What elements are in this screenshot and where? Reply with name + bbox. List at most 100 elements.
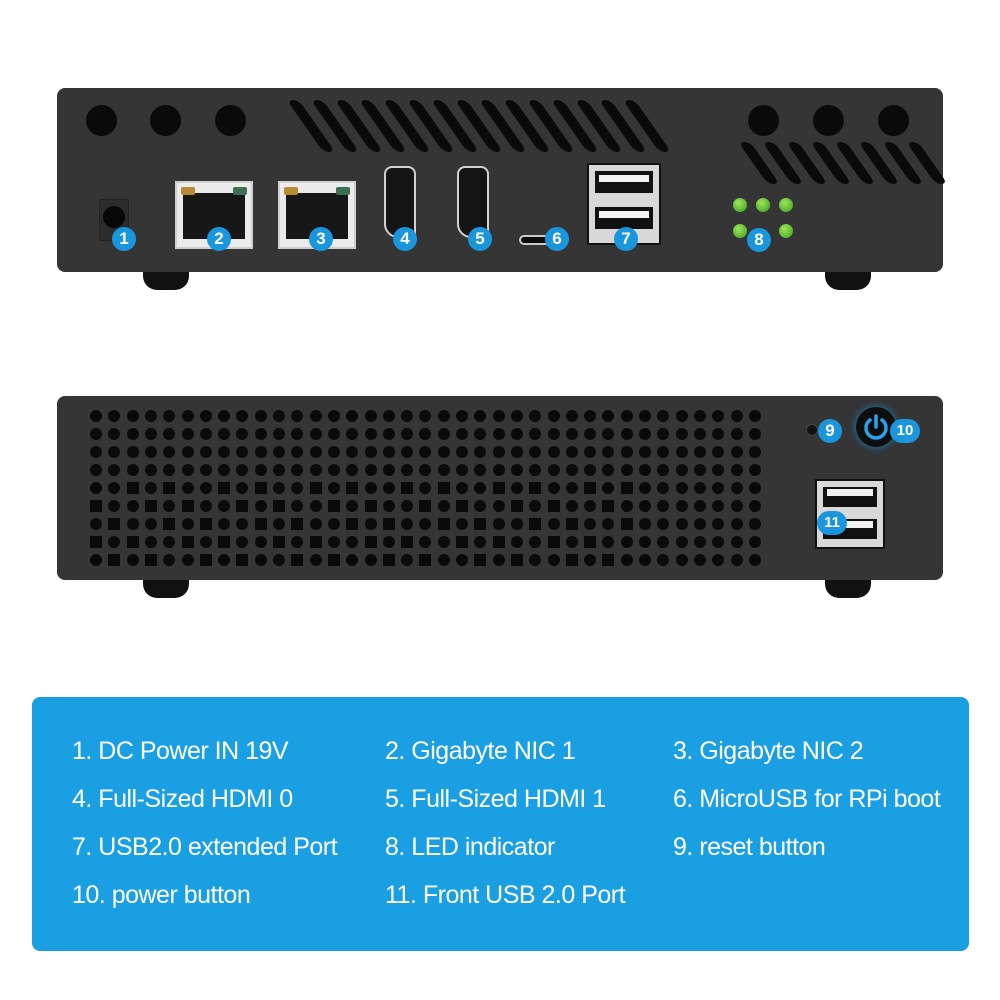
front-foot-right	[825, 580, 871, 598]
vent-hole	[309, 500, 322, 512]
vent-hole	[346, 554, 359, 566]
vent-hole	[419, 482, 432, 494]
vent-hole	[529, 446, 542, 458]
vent-hole	[437, 482, 450, 494]
vent-hole	[510, 518, 523, 530]
vent-hole	[492, 446, 505, 458]
vent-hole	[419, 410, 432, 422]
vent-hole	[657, 464, 670, 476]
vent-hole	[748, 428, 761, 440]
vent-hole	[547, 500, 560, 512]
vent-hole	[730, 446, 743, 458]
vent-hole	[401, 464, 414, 476]
vent-hole	[273, 464, 285, 476]
vent-hole	[181, 482, 194, 494]
vent-hole	[565, 518, 578, 530]
vent-hole	[712, 428, 725, 440]
vent-hole	[657, 446, 670, 458]
vent-hole	[748, 536, 761, 548]
vent-hole	[144, 482, 157, 494]
legend-item: 8. LED indicator	[385, 833, 555, 861]
vent-hole	[108, 428, 121, 440]
vent-hole	[510, 500, 523, 512]
reset-button[interactable]	[806, 424, 818, 436]
vent-hole	[144, 536, 157, 548]
vent-hole	[584, 482, 597, 494]
rear-foot-left	[143, 272, 189, 290]
vent-hole	[309, 410, 322, 422]
vent-hole	[144, 446, 157, 458]
vent-hole	[474, 410, 487, 422]
vent-hole	[364, 500, 377, 512]
vent-hole	[584, 446, 597, 458]
vent-hole	[565, 446, 578, 458]
vent-hole	[364, 518, 377, 530]
vent-hole	[437, 410, 450, 422]
vent-hole	[492, 500, 505, 512]
vent-hole	[529, 410, 542, 422]
vent-hole	[620, 428, 633, 440]
vent-hole	[401, 500, 414, 512]
vent-hole	[401, 536, 414, 548]
vent-hole	[547, 428, 560, 440]
vent-hole	[456, 410, 468, 422]
vent-hole	[309, 518, 322, 530]
vent-hole	[126, 410, 139, 422]
vent-hole	[291, 482, 304, 494]
vent-hole	[419, 500, 432, 512]
vent-hole	[346, 428, 359, 440]
vent-hole	[163, 482, 176, 494]
vent-hole	[813, 105, 844, 136]
vent-hole	[657, 518, 670, 530]
vent-hole	[547, 464, 560, 476]
vent-hole	[510, 428, 523, 440]
vent-hole	[602, 410, 615, 422]
vent-hole	[181, 464, 194, 476]
vent-hole	[675, 554, 688, 566]
vent-hole	[565, 410, 578, 422]
vent-hole	[364, 428, 377, 440]
legend-item: 4. Full-Sized HDMI 0	[72, 785, 293, 813]
vent-hole	[382, 482, 395, 494]
vent-hole	[218, 410, 231, 422]
vent-hole	[346, 464, 359, 476]
vent-hole	[346, 446, 359, 458]
vent-hole	[254, 410, 267, 422]
vent-hole	[327, 428, 340, 440]
led-indicator-icon	[733, 198, 747, 212]
vent-hole	[327, 464, 340, 476]
vent-hole	[346, 482, 359, 494]
vent-hole	[218, 518, 231, 530]
vent-hole	[748, 518, 761, 530]
vent-hole	[309, 554, 322, 566]
vent-hole	[90, 518, 102, 530]
vent-hole	[163, 428, 176, 440]
vent-hole	[474, 428, 487, 440]
vent-hole	[730, 500, 743, 512]
vent-hole	[382, 554, 395, 566]
vent-hole	[712, 446, 725, 458]
vent-hole	[419, 464, 432, 476]
vent-hole	[401, 554, 414, 566]
vent-hole	[675, 536, 688, 548]
vent-hole	[218, 446, 231, 458]
vent-hole	[748, 554, 761, 566]
vent-hole	[639, 536, 651, 548]
vent-hole	[254, 536, 267, 548]
vent-hole	[620, 482, 633, 494]
vent-hole	[236, 464, 249, 476]
vent-hole	[309, 446, 322, 458]
vent-hole	[254, 518, 267, 530]
vent-hole	[108, 500, 121, 512]
vent-hole	[620, 518, 633, 530]
vent-hole	[620, 410, 633, 422]
hdmi-port-1	[457, 166, 489, 238]
vent-hole	[639, 554, 651, 566]
vent-hole	[437, 500, 450, 512]
vent-hole	[712, 464, 725, 476]
vent-hole	[712, 518, 725, 530]
vent-hole	[693, 410, 706, 422]
power-button[interactable]	[856, 407, 896, 447]
vent-hole	[199, 554, 212, 566]
vent-hole	[236, 536, 249, 548]
